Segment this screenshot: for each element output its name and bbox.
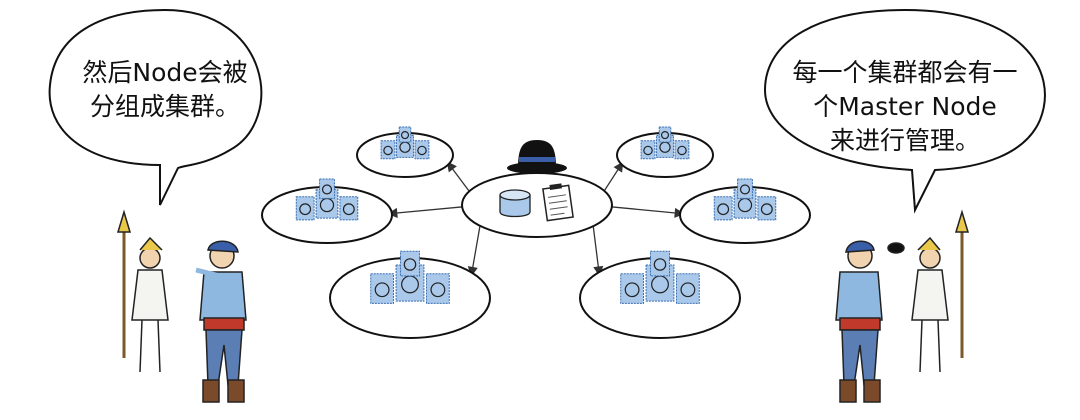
worker-node-icon: [380, 140, 396, 160]
arrow: [606, 205, 685, 218]
cluster-4: [679, 178, 811, 244]
worker-node-icon: [414, 140, 430, 160]
arrow: [387, 205, 468, 218]
arrow: [467, 222, 482, 277]
hat-icon: [507, 140, 567, 174]
left-bubble-line-1: 然后Node会被: [82, 58, 248, 87]
left-bubble-text: 然后Node会被 分组成集群。: [70, 56, 260, 124]
right-guard-character: [911, 209, 970, 373]
left-bubble-line-2: 分组成集群。: [89, 92, 240, 121]
worker-node-icon: [674, 140, 690, 160]
arrow: [601, 161, 624, 195]
right-bubble-line-3: 来进行管理。: [829, 126, 980, 155]
cluster-1: [356, 126, 454, 178]
worker-node-icon: [398, 126, 412, 143]
worker-node-icon: [319, 178, 335, 199]
arrow: [446, 161, 473, 195]
left-speech-bubble: [48, 8, 263, 206]
right-bubble-line-1: 每一个集群都会有一: [792, 58, 1018, 87]
cluster-2: [616, 126, 714, 178]
right-bubble-line-2: 个Master Node: [813, 92, 997, 121]
master-node-ellipse: [461, 172, 613, 238]
worker-node-icon: [650, 250, 670, 277]
right-presenter-character: [835, 240, 905, 403]
worker-node-icon: [295, 196, 315, 221]
left-presenter-character: [195, 240, 247, 403]
worker-node-icon: [658, 126, 672, 143]
cluster-3: [261, 178, 393, 244]
right-bubble-text: 每一个集群都会有一 个Master Node 来进行管理。: [765, 56, 1045, 158]
arrow: [592, 223, 604, 277]
left-guard-character: [116, 209, 169, 373]
worker-node-icon: [676, 273, 700, 304]
clipboard-icon: [542, 183, 574, 222]
worker-node-icon: [370, 273, 394, 304]
right-speech-bubble: [763, 8, 1046, 214]
worker-node-icon: [737, 178, 753, 199]
database-icon: [499, 189, 531, 218]
cluster-5: [329, 250, 491, 339]
worker-node-icon: [426, 273, 450, 304]
worker-node-icon: [757, 196, 777, 221]
worker-node-icon: [400, 250, 420, 277]
cluster-6: [579, 250, 741, 339]
worker-node-icon: [640, 140, 656, 160]
worker-node-icon: [339, 196, 359, 221]
worker-node-icon: [620, 273, 644, 304]
worker-node-icon: [713, 196, 733, 221]
